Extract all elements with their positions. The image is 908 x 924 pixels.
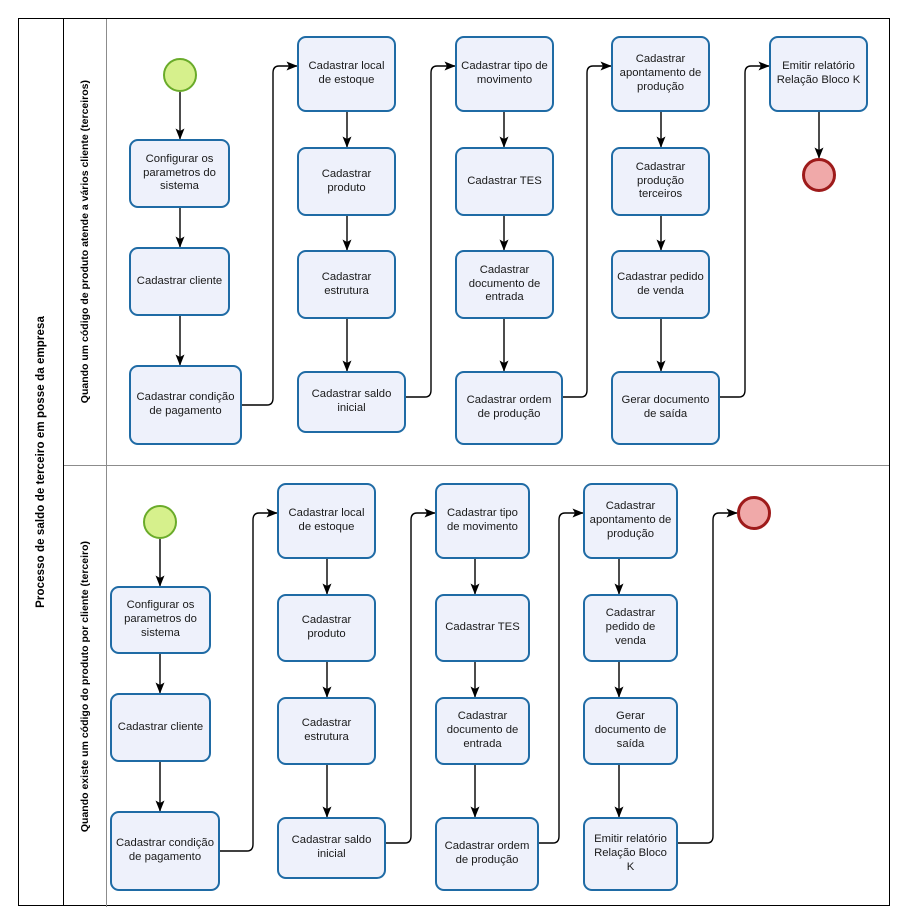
task-cadastrar-local-estoque[interactable]: Cadastrar local de estoque (277, 483, 376, 559)
lane-canvas-terceiro: Configurar os parametros do sistema Cada… (107, 466, 889, 907)
task-emitir-relatorio-bloco-k[interactable]: Emitir relatório Relação Bloco K (583, 817, 678, 891)
task-cadastrar-cliente[interactable]: Cadastrar cliente (110, 693, 211, 762)
start-event-icon (163, 58, 197, 92)
task-cadastrar-saldo-inicial[interactable]: Cadastrar saldo inicial (297, 371, 406, 433)
lane-title-label: Quando existe um código do produto por c… (79, 540, 91, 833)
lane-title-label: Quando um código de produto atende a vár… (79, 80, 91, 404)
task-cadastrar-pedido-venda[interactable]: Cadastrar pedido de venda (583, 594, 678, 662)
task-cadastrar-condicao-pagamento[interactable]: Cadastrar condição de pagamento (129, 365, 242, 445)
pool-title: Processo de saldo de terceiro em posse d… (19, 19, 64, 905)
task-cadastrar-documento-entrada[interactable]: Cadastrar documento de entrada (455, 250, 554, 319)
lane-canvas-terceiros: Configurar os parametros do sistema Cada… (107, 19, 889, 465)
task-cadastrar-tes[interactable]: Cadastrar TES (455, 147, 554, 216)
start-event-icon (143, 505, 177, 539)
task-cadastrar-produto[interactable]: Cadastrar produto (297, 147, 396, 216)
end-event-icon (737, 496, 771, 530)
task-cadastrar-local-estoque[interactable]: Cadastrar local de estoque (297, 36, 396, 112)
lane-title-terceiros: Quando um código de produto atende a vár… (64, 19, 107, 465)
task-emitir-relatorio-bloco-k[interactable]: Emitir relatório Relação Bloco K (769, 36, 868, 112)
lane-terceiro: Quando existe um código do produto por c… (64, 466, 889, 907)
task-configurar-parametros[interactable]: Configurar os parametros do sistema (129, 139, 230, 208)
connector-layer (155, 508, 738, 852)
pool-title-label: Processo de saldo de terceiro em posse d… (35, 316, 47, 608)
lane-terceiros: Quando um código de produto atende a vár… (64, 19, 889, 466)
task-gerar-documento-saida[interactable]: Gerar documento de saída (611, 371, 720, 445)
task-cadastrar-tes[interactable]: Cadastrar TES (435, 594, 530, 662)
lane-title-terceiro: Quando existe um código do produto por c… (64, 466, 107, 907)
lane-container: Quando um código de produto atende a vár… (64, 19, 889, 907)
task-cadastrar-estrutura[interactable]: Cadastrar estrutura (297, 250, 396, 319)
task-cadastrar-saldo-inicial[interactable]: Cadastrar saldo inicial (277, 817, 386, 879)
bpmn-pool: Processo de saldo de terceiro em posse d… (18, 18, 890, 907)
end-event-icon (802, 158, 836, 192)
task-gerar-documento-saida[interactable]: Gerar documento de saída (583, 697, 678, 765)
task-cadastrar-tipo-movimento[interactable]: Cadastrar tipo de movimento (455, 36, 554, 112)
task-cadastrar-documento-entrada[interactable]: Cadastrar documento de entrada (435, 697, 530, 765)
task-configurar-parametros[interactable]: Configurar os parametros do sistema (110, 586, 211, 654)
task-cadastrar-ordem-producao[interactable]: Cadastrar ordem de produção (435, 817, 539, 891)
task-cadastrar-pedido-venda[interactable]: Cadastrar pedido de venda (611, 250, 710, 319)
task-cadastrar-tipo-movimento[interactable]: Cadastrar tipo de movimento (435, 483, 530, 559)
connector-layer (175, 61, 824, 406)
task-cadastrar-produto[interactable]: Cadastrar produto (277, 594, 376, 662)
task-cadastrar-ordem-producao[interactable]: Cadastrar ordem de produção (455, 371, 563, 445)
task-cadastrar-apontamento-producao[interactable]: Cadastrar apontamento de produção (611, 36, 710, 112)
task-cadastrar-condicao-pagamento[interactable]: Cadastrar condição de pagamento (110, 811, 220, 891)
task-cadastrar-producao-terceiros[interactable]: Cadastrar produção terceiros (611, 147, 710, 216)
task-cadastrar-apontamento-producao[interactable]: Cadastrar apontamento de produção (583, 483, 678, 559)
task-cadastrar-estrutura[interactable]: Cadastrar estrutura (277, 697, 376, 765)
task-cadastrar-cliente[interactable]: Cadastrar cliente (129, 247, 230, 316)
